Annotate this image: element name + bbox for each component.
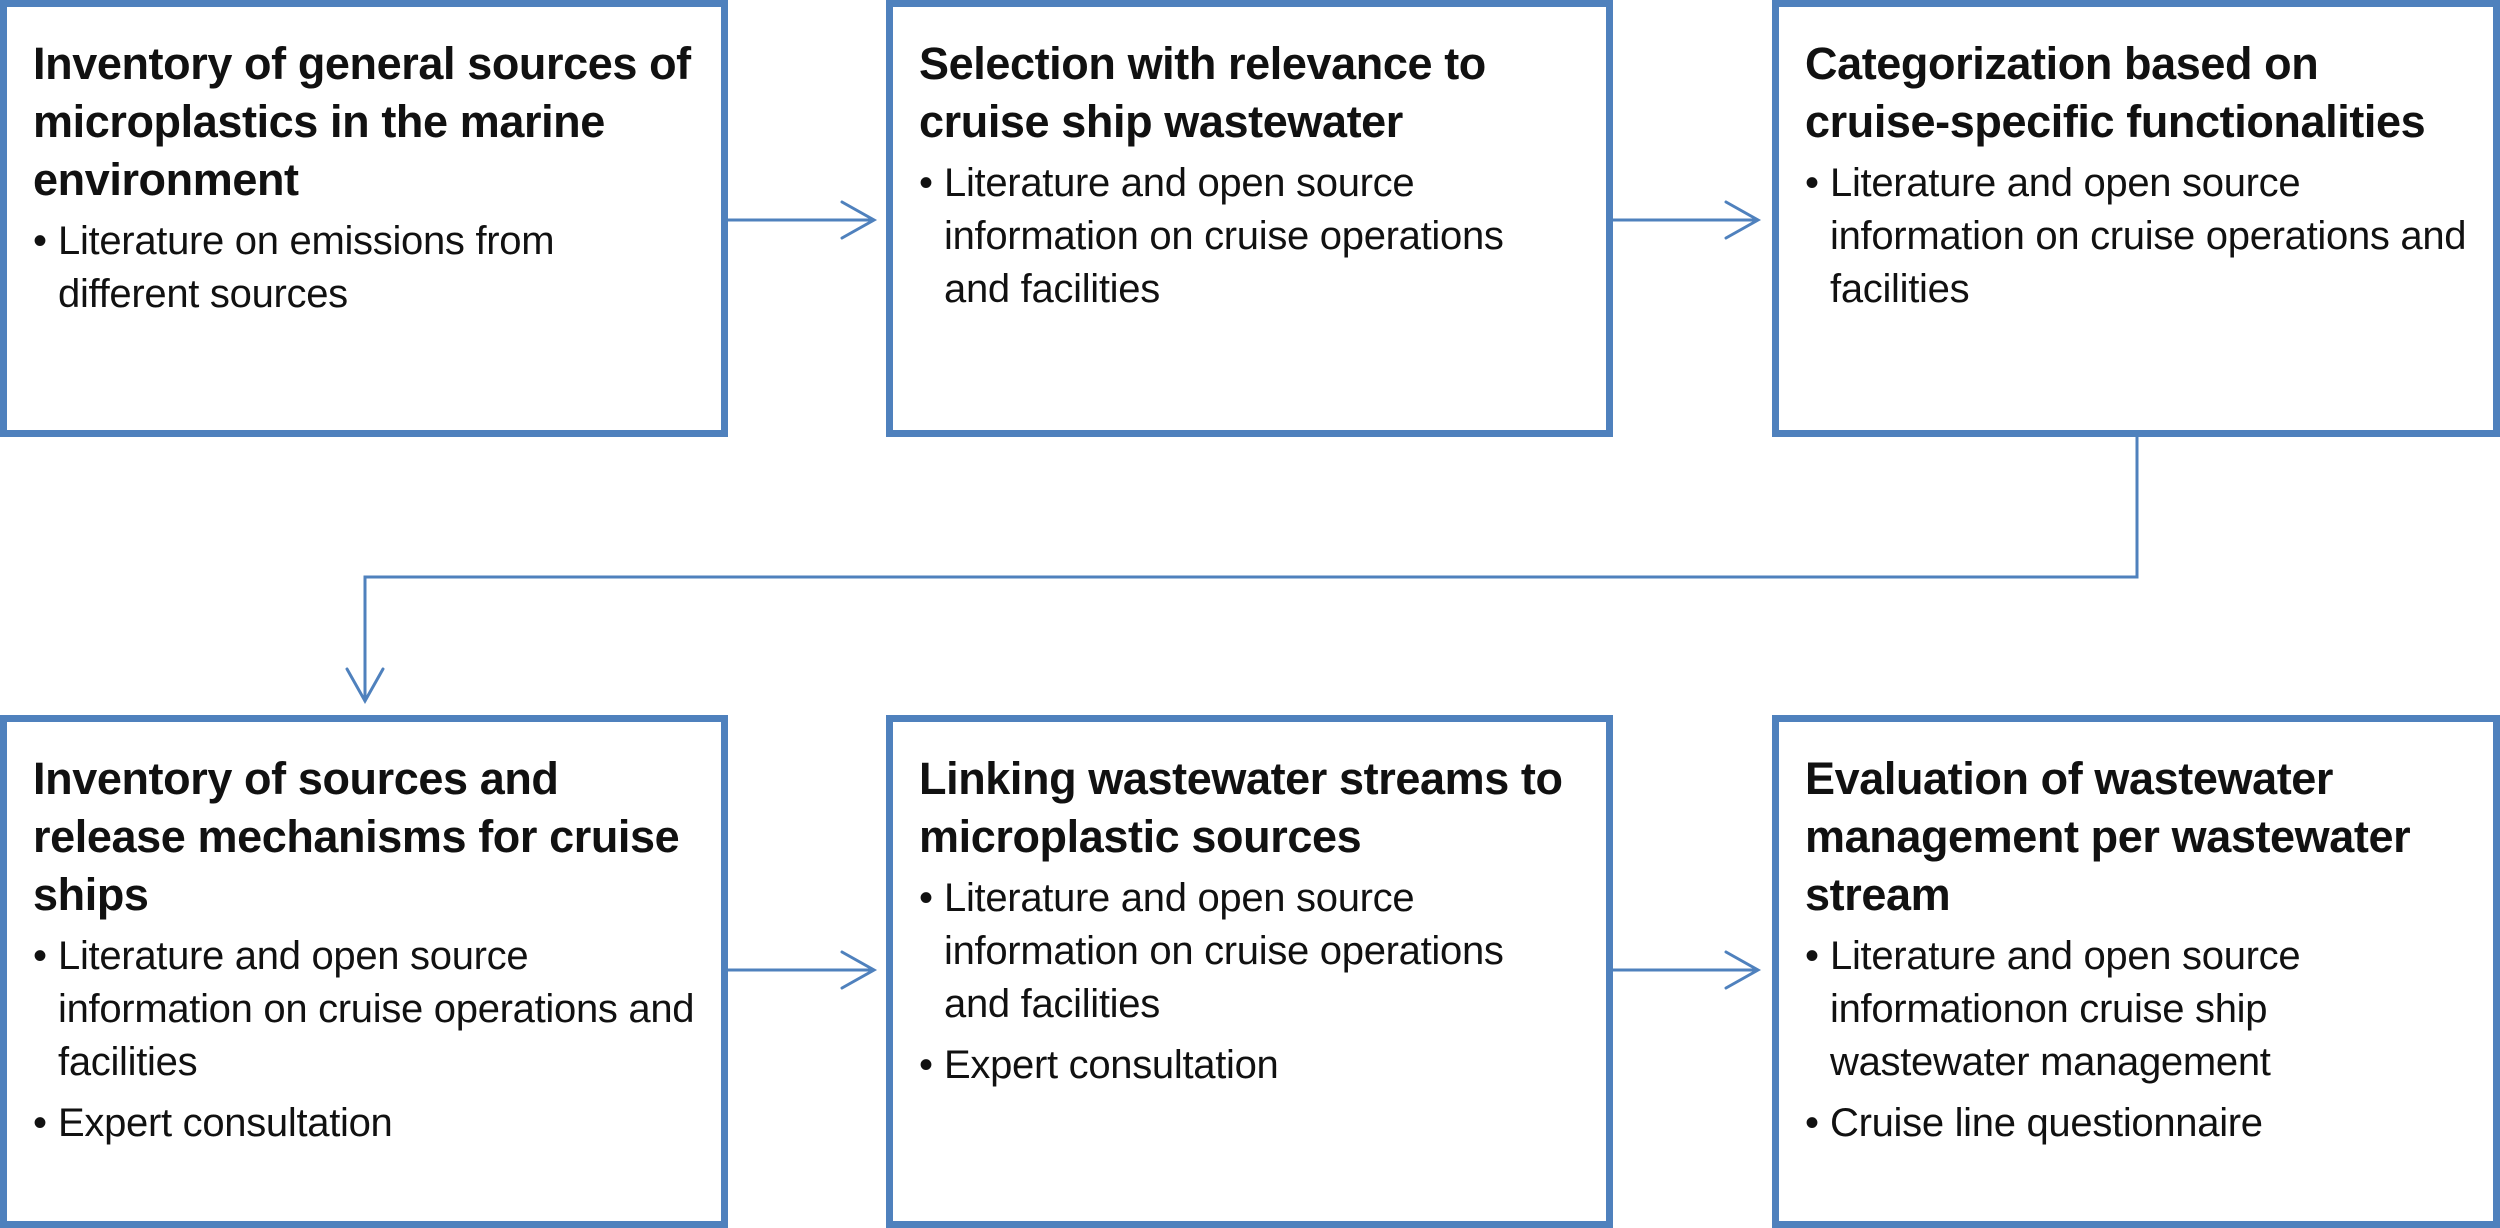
step-bullet-list: •Literature and open source informationo…	[1805, 930, 2467, 1150]
step-box-6: Evaluation of wastewater management per …	[1772, 715, 2500, 1228]
bullet-item: •Literature and open source information …	[1805, 157, 2467, 316]
step-title: Selection with relevance to cruise ship …	[919, 38, 1486, 147]
arrow-step2-to-step3	[1610, 200, 1762, 240]
step-title: Evaluation of wastewater management per …	[1805, 753, 2411, 920]
bullet-icon: •	[33, 219, 47, 263]
step-title: Linking wastewater streams to microplast…	[919, 753, 1563, 862]
bullet-text: Expert consultation	[944, 1043, 1279, 1087]
bullet-text: Expert consultation	[58, 1101, 393, 1145]
bullet-item: •Expert consultation	[33, 1097, 695, 1150]
bullet-icon: •	[919, 1043, 933, 1087]
step-box-2: Selection with relevance to cruise ship …	[886, 0, 1613, 437]
bullet-text: Literature and open source information o…	[58, 934, 695, 1084]
step-title: Inventory of sources and release mechani…	[33, 753, 680, 920]
bullet-icon: •	[919, 876, 933, 920]
bullet-text: Literature on emissions from different s…	[58, 219, 555, 316]
bullet-icon: •	[33, 1101, 47, 1145]
bullet-item: •Literature and open source informationo…	[1805, 930, 2467, 1089]
bullet-text: Literature and open source information o…	[944, 876, 1504, 1026]
step-box-5: Linking wastewater streams to microplast…	[886, 715, 1613, 1228]
step-bullet-list: •Literature and open source information …	[919, 872, 1580, 1092]
step-title: Categorization based on cruise-specific …	[1805, 38, 2426, 147]
arrow-step5-to-step6	[1610, 950, 1762, 990]
step-bullet-list: •Literature on emissions from different …	[33, 215, 695, 321]
arrow-step1-to-step2	[726, 200, 878, 240]
bullet-item: •Literature and open source information …	[919, 157, 1580, 316]
step-bullet-list: •Literature and open source information …	[33, 930, 695, 1150]
step-bullet-list: •Literature and open source information …	[919, 157, 1580, 316]
bullet-icon: •	[1805, 1101, 1819, 1145]
step-title: Inventory of general sources of micropla…	[33, 38, 691, 205]
bullet-item: •Literature and open source information …	[919, 872, 1580, 1031]
bullet-icon: •	[33, 934, 47, 978]
step-box-4: Inventory of sources and release mechani…	[0, 715, 728, 1228]
bullet-item: •Literature on emissions from different …	[33, 215, 695, 321]
step-bullet-list: •Literature and open source information …	[1805, 157, 2467, 316]
bullet-icon: •	[1805, 934, 1819, 978]
bullet-text: Literature and open source information o…	[1830, 161, 2467, 311]
bullet-item: •Cruise line questionnaire	[1805, 1097, 2467, 1150]
bullet-text: Cruise line questionnaire	[1830, 1101, 2263, 1145]
arrow-step3-to-step4	[345, 434, 2139, 705]
arrow-step4-to-step5	[726, 950, 878, 990]
step-box-3: Categorization based on cruise-specific …	[1772, 0, 2500, 437]
bullet-text: Literature and open source information o…	[944, 161, 1504, 311]
bullet-icon: •	[1805, 161, 1819, 205]
step-box-1: Inventory of general sources of micropla…	[0, 0, 728, 437]
bullet-text: Literature and open source informationon…	[1830, 934, 2301, 1084]
bullet-item: •Literature and open source information …	[33, 930, 695, 1089]
bullet-icon: •	[919, 161, 933, 205]
bullet-item: •Expert consultation	[919, 1039, 1580, 1092]
